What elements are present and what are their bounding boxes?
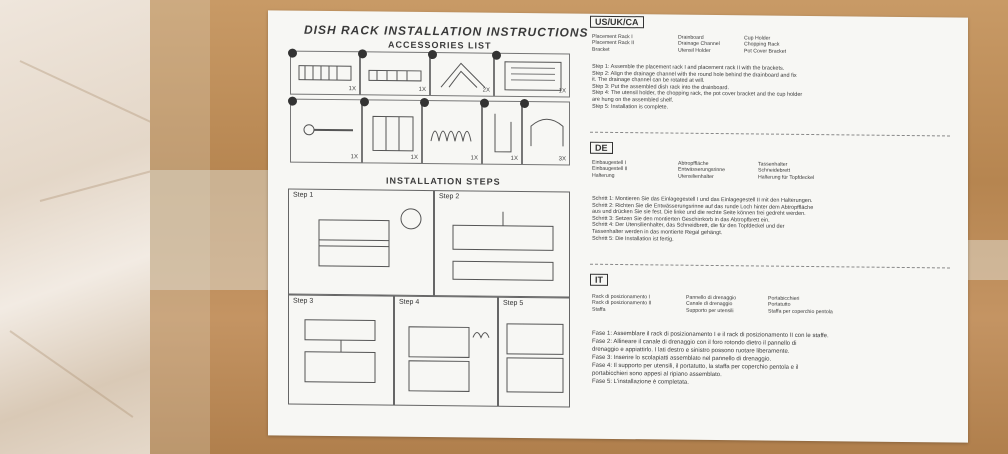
- divider: [590, 263, 950, 269]
- us-uk-ca-tab: US/UK/CA: [590, 15, 644, 29]
- accessory-chopping-rack: 1X: [480, 98, 522, 165]
- step-5-drawing: [506, 323, 564, 393]
- it-tab: IT: [590, 273, 608, 286]
- qty-label: 1X: [470, 155, 478, 162]
- step-2-box: Step 2: [434, 190, 570, 298]
- de-parts-col-3: Tassenhalter Schneidebrett Halterung für…: [758, 161, 814, 181]
- utensil-holder-drawing: [372, 115, 414, 152]
- accessory-drainboard: 1X: [492, 50, 570, 98]
- marble-vein: [19, 60, 166, 130]
- qty-label: 1X: [410, 154, 418, 161]
- part-label: Staffa: [592, 306, 606, 313]
- accessories-header: ACCESSORIES LIST: [388, 39, 492, 51]
- qty-label: 1X: [350, 154, 358, 161]
- step-4-drawing: [408, 326, 490, 392]
- us-parts-col-1: Placement Rack I Placement Rack II Brack…: [592, 34, 634, 54]
- step-3-drawing: [304, 319, 376, 383]
- it-parts-col-3: Portabicchieri Portatutto Staffa per cop…: [768, 296, 833, 316]
- sheet-title: DISH RACK INSTALLATION INSTRUCTIONS: [304, 22, 589, 40]
- qty-label: 1X: [510, 155, 518, 162]
- accessory-bracket: 2X: [428, 50, 494, 97]
- qty-label: 1X: [558, 88, 566, 95]
- it-parts-col-2: Pannello di drenaggio Canale di drenaggi…: [686, 295, 736, 315]
- step-text: Schritt 5: Die Installation ist fertig.: [592, 235, 674, 243]
- step-5-box: Step 5: [498, 296, 570, 408]
- accessory-placement-rack-2: 1X: [358, 49, 430, 97]
- pot-cover-bracket-drawing: [530, 118, 564, 147]
- de-parts-col-2: Abtropffläche Entwässerungsrinne Utensil…: [678, 161, 725, 181]
- de-parts-col-1: Einbaugestell I Einbaugestell II Halteru…: [592, 160, 627, 180]
- packing-tape: [150, 170, 270, 290]
- chopping-rack-drawing: [494, 113, 512, 153]
- part-label: Utensil Holder: [678, 47, 711, 54]
- cup-holder-drawing: [430, 130, 472, 142]
- rack-drawing: [298, 65, 352, 81]
- us-steps: Step 1: Assemble the placement rack I an…: [592, 64, 802, 112]
- part-label: Halterung: [592, 172, 615, 179]
- us-parts-col-3: Cup Holder Chopping Rack Pot Cover Brack…: [744, 35, 786, 55]
- accessory-placement-rack-1: 1X: [288, 48, 360, 96]
- accessories-grid: 1X 1X 2X 1X 1X 1X 1: [268, 10, 968, 166]
- step-text: Step 5: Installation is complete.: [592, 103, 669, 111]
- step-4-box: Step 4: [394, 295, 498, 407]
- instruction-sheet: DISH RACK INSTALLATION INSTRUCTIONS ACCE…: [268, 10, 968, 443]
- marble-vein: [9, 330, 134, 418]
- bracket-drawing: [440, 62, 486, 88]
- qty-label: 1X: [348, 86, 356, 93]
- channel-drawing: [303, 124, 353, 136]
- it-steps: Fase 1: Assemblare il rack di posizionam…: [592, 330, 829, 388]
- packing-tape: [150, 0, 210, 454]
- step-text: Fase 5: L'installazione è completata.: [592, 378, 689, 386]
- part-label: Utensilienhalter: [678, 173, 714, 180]
- accessory-utensil-holder: 1X: [360, 97, 422, 164]
- part-label: Supporto per utensili: [686, 307, 734, 315]
- part-label: Bracket: [592, 46, 610, 53]
- part-label: Staffa per coperchio pentola: [768, 308, 833, 316]
- us-parts-col-2: Drainboard Drainage Channel Utensil Hold…: [678, 35, 720, 55]
- de-steps: Schritt 1: Montieren Sie das Einlagegest…: [592, 196, 813, 244]
- installation-header: INSTALLATION STEPS: [386, 175, 501, 187]
- accessory-cup-holder: 1X: [420, 97, 482, 165]
- part-label: Halterung für Topfdeckel: [758, 174, 815, 181]
- step-1-drawing: [318, 208, 422, 268]
- part-label: Pot Cover Bracket: [744, 48, 787, 55]
- divider: [590, 131, 950, 137]
- qty-label: 3X: [558, 156, 566, 163]
- qty-label: 1X: [418, 86, 426, 93]
- it-parts-col-1: Rack di posizionamento I Rack di posizio…: [592, 294, 651, 314]
- step-3-box: Step 3: [288, 294, 394, 406]
- rack-drawing: [368, 69, 422, 82]
- accessory-pot-cover-bracket: 3X: [520, 98, 570, 166]
- drainboard-drawing: [504, 61, 562, 91]
- accessory-drainage-channel: 1X: [288, 96, 362, 164]
- step-2-drawing: [452, 211, 554, 281]
- de-tab: DE: [590, 141, 613, 154]
- qty-label: 2X: [482, 87, 490, 94]
- step-1-box: Step 1: [288, 188, 434, 297]
